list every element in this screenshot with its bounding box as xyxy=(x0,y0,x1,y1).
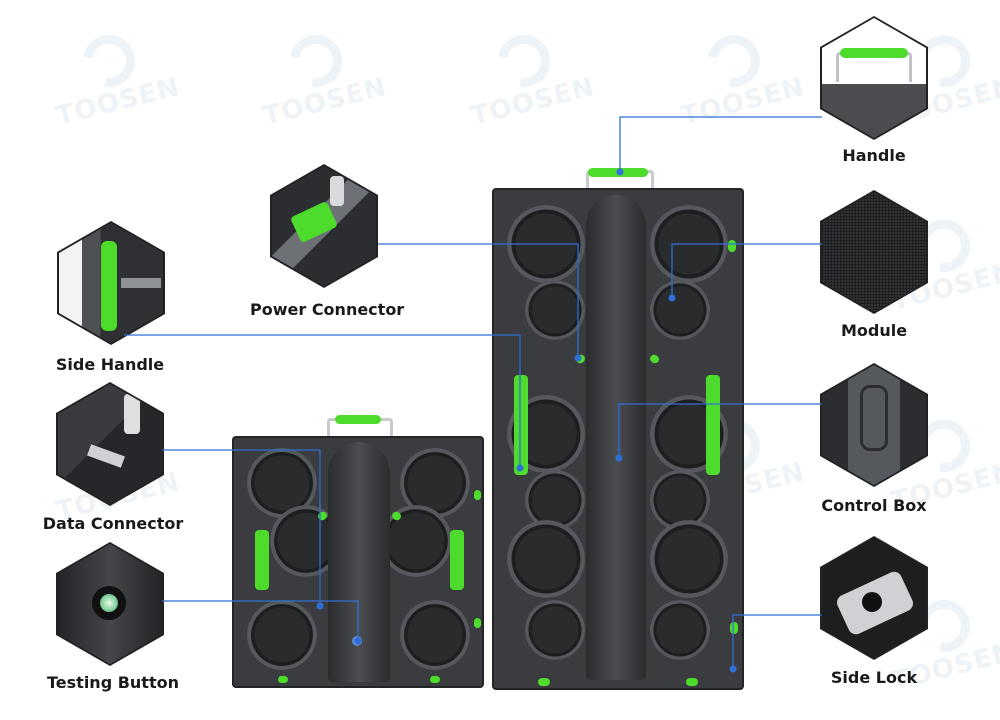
data-connector-thumbnail xyxy=(58,384,162,504)
watermark-logo: TOOSEN xyxy=(678,24,810,145)
control-box-thumbnail xyxy=(822,365,926,485)
large-cabinet-control-box xyxy=(586,195,646,680)
side-handle-label: Side Handle xyxy=(55,355,165,374)
small-cabinet-handle-grip xyxy=(335,415,381,424)
small-cabinet-control-box xyxy=(328,442,390,682)
power-connector-label: Power Connector xyxy=(250,300,405,319)
small-cabinet-testing-button xyxy=(352,636,362,646)
leader-line-side-lock xyxy=(732,614,822,669)
side-lock-label: Side Lock xyxy=(830,668,918,687)
control-box-label: Control Box xyxy=(821,496,927,515)
leader-line-handle xyxy=(619,116,822,172)
side-lock-thumbnail xyxy=(822,538,926,658)
module-thumbnail xyxy=(822,192,926,312)
handle-thumbnail xyxy=(822,18,926,138)
data-connector-label: Data Connector xyxy=(42,514,184,533)
testing-button-label: Testing Button xyxy=(47,673,179,692)
small-cabinet-side-handle-left xyxy=(255,530,269,590)
small-cabinet-side-handle-right xyxy=(450,530,464,590)
module-label: Module xyxy=(840,321,908,340)
large-cabinet-handle-grip xyxy=(588,168,648,177)
handle-label: Handle xyxy=(842,146,906,165)
large-cabinet-side-handle-right xyxy=(706,375,720,475)
watermark-logo: TOOSEN xyxy=(53,24,185,145)
testing-button-thumbnail xyxy=(58,544,162,664)
watermark-logo: TOOSEN xyxy=(468,24,600,145)
side-handle-thumbnail xyxy=(59,223,163,343)
large-cabinet-side-handle-left xyxy=(514,375,528,475)
watermark-logo: TOOSEN xyxy=(260,24,392,145)
power-connector-thumbnail xyxy=(272,166,376,286)
